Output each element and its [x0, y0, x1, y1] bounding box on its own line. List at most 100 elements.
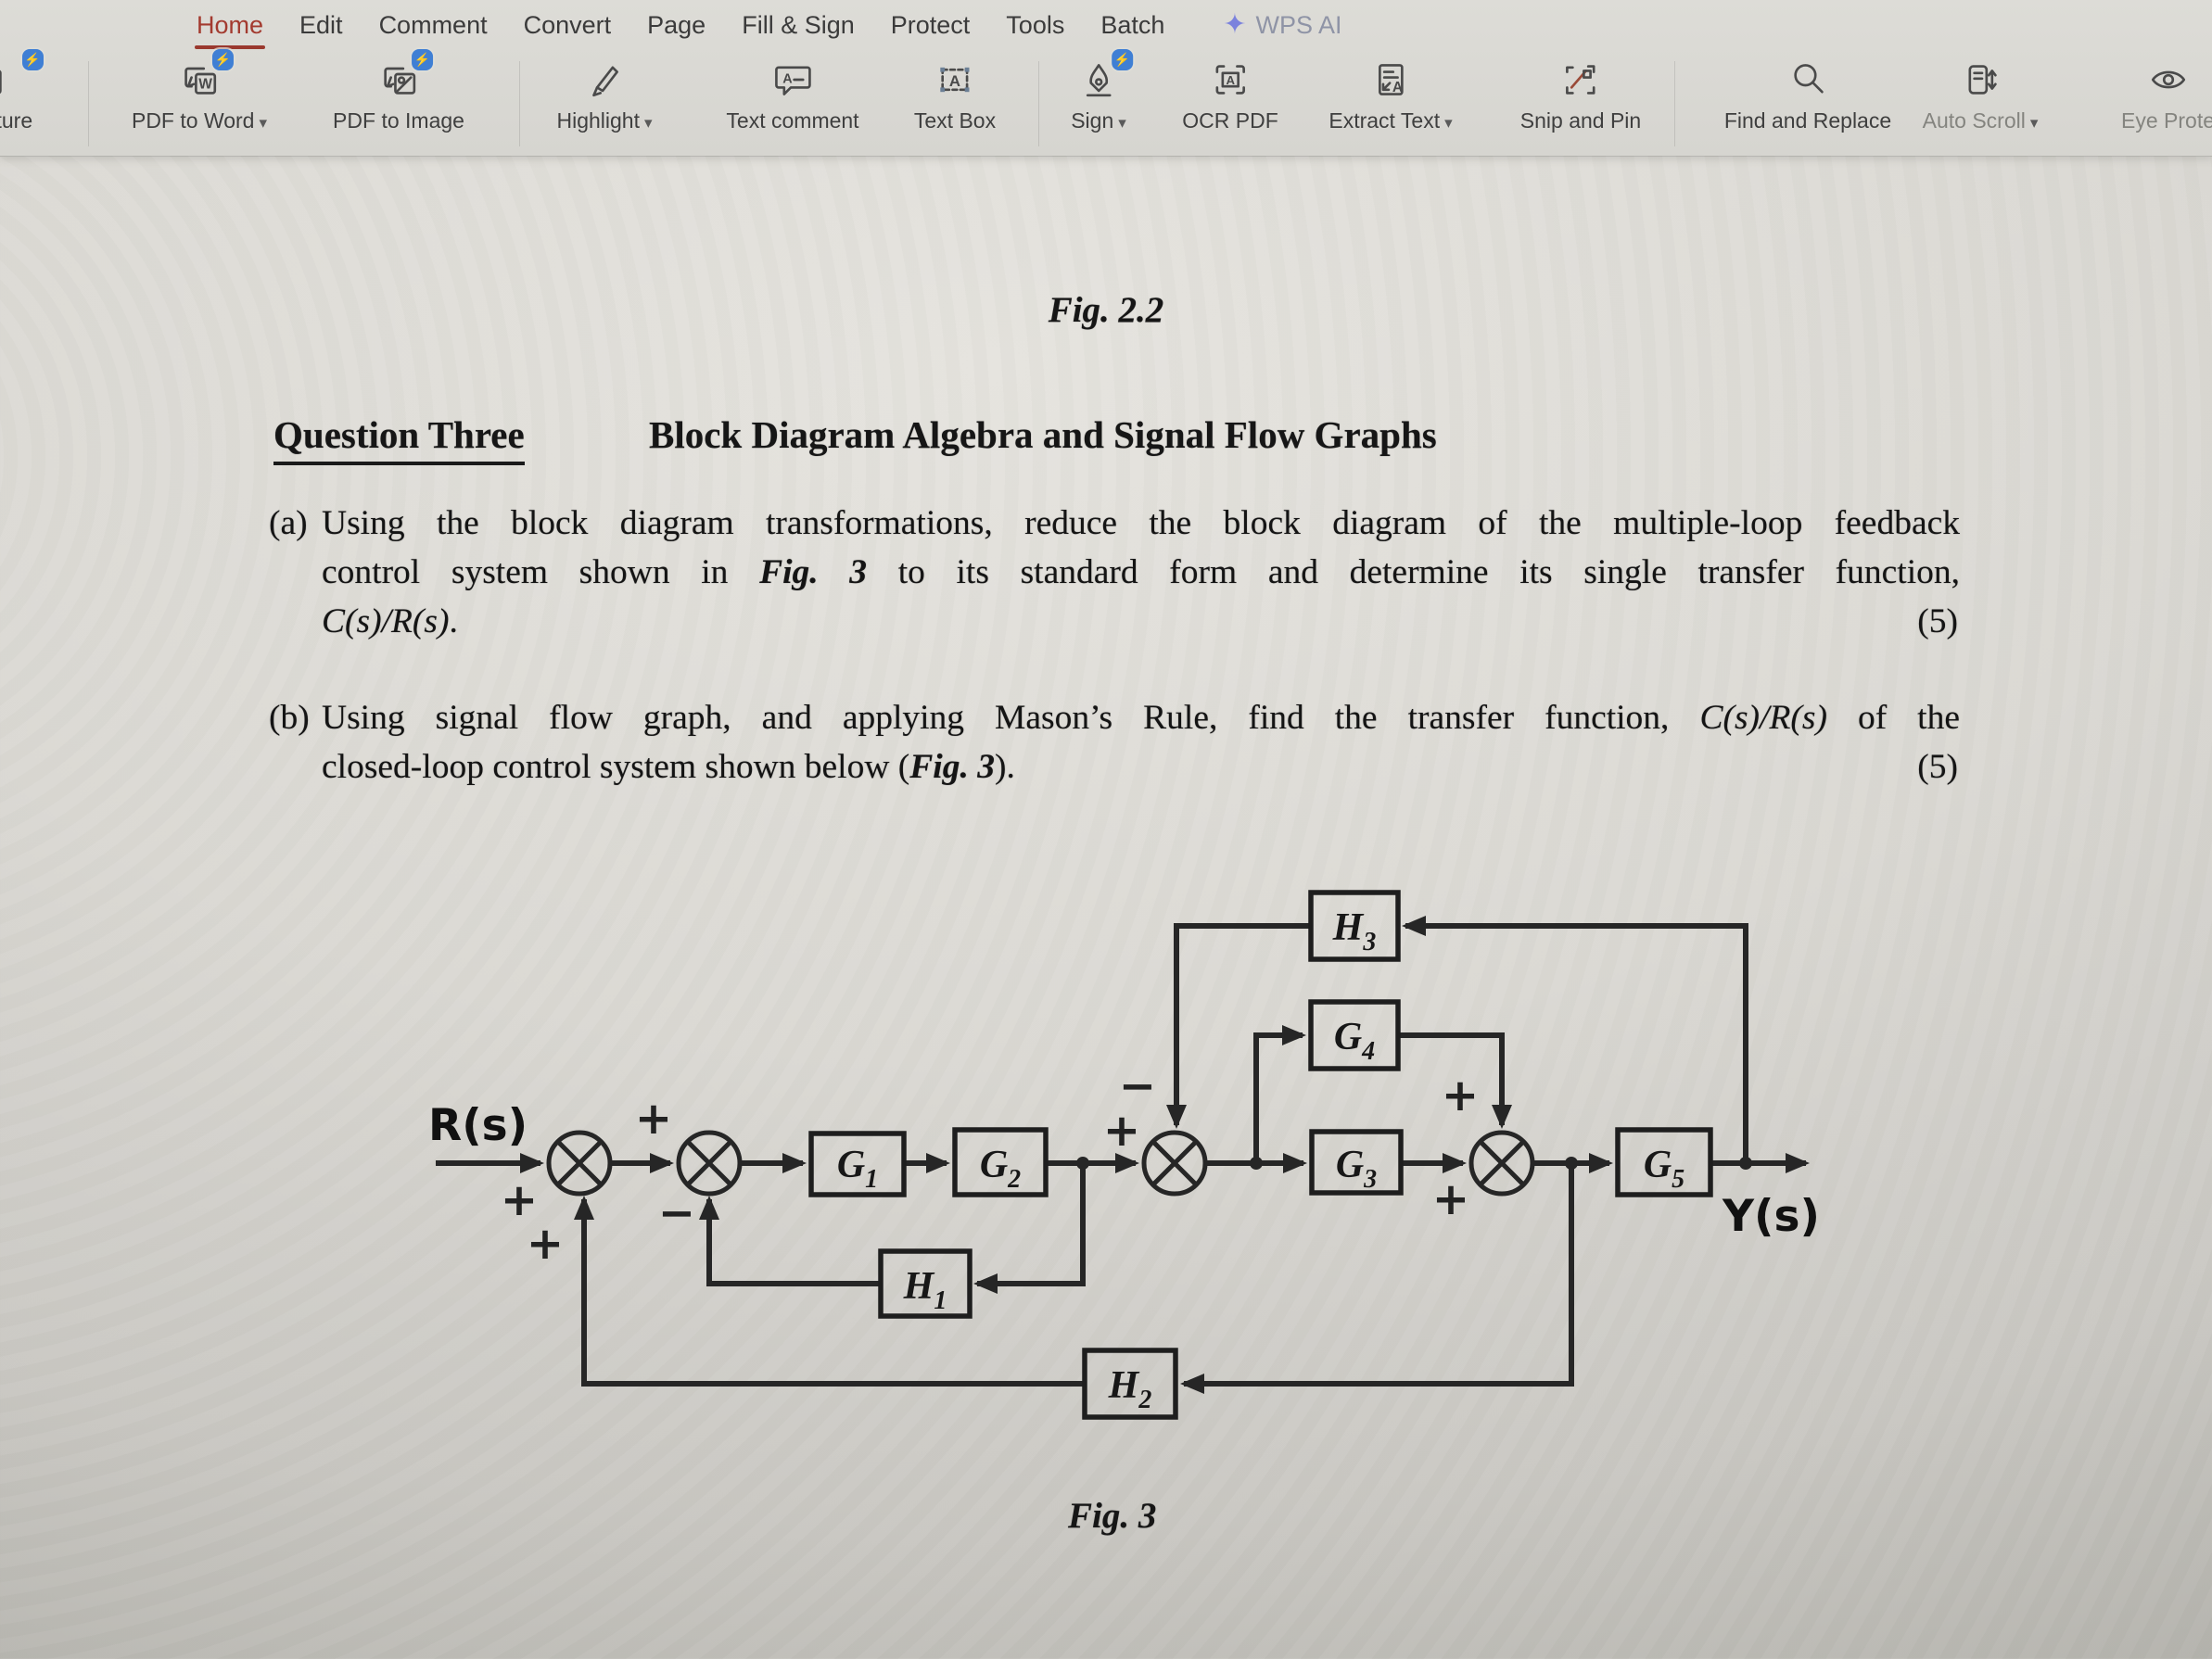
toolbar-item-pdf-to-word[interactable]: W ⚡ PDF to Word▾	[131, 49, 268, 133]
text-comment-icon: A	[770, 57, 815, 106]
chevron-down-icon: ▾	[643, 114, 653, 132]
search-icon	[1786, 57, 1830, 106]
ai-badge-icon: ⚡	[21, 49, 44, 70]
chevron-down-icon: ▾	[1444, 114, 1453, 132]
snip-and-pin-icon	[1558, 57, 1603, 106]
pdf-to-image-icon: ⚡	[376, 49, 433, 106]
output-signal-label: Y(s)	[1722, 1191, 1820, 1242]
toolbar-item-label: Snip and Pin	[1519, 108, 1642, 133]
ai-badge-icon: ⚡	[411, 49, 433, 70]
app-toolbar-area: Home Edit Comment Convert Page Fill & Si…	[0, 0, 2212, 157]
menu-tab-wps-ai[interactable]: ✦ WPS AI	[1223, 11, 1341, 40]
highlighter-icon	[582, 57, 627, 106]
block-g3: G3	[1309, 1129, 1404, 1196]
toolbar-item-ocr-pdf[interactable]: A OCR PDF	[1182, 57, 1278, 133]
menu-tab-edit[interactable]: Edit	[299, 10, 343, 39]
sum1-input-sign: +	[501, 1174, 538, 1226]
h2-feedback-out-wire	[574, 1196, 1085, 1387]
paragraph-b-line1: Using signal flow graph, and applying Ma…	[322, 699, 1960, 737]
takeoff-node-h2	[1565, 1157, 1578, 1170]
toolbar-item-text-comment[interactable]: A Text comment	[726, 57, 859, 133]
toolbar-item-label: cture	[0, 108, 33, 133]
toolbar-separator	[1038, 61, 1039, 146]
block-h1: H1	[878, 1248, 973, 1319]
sum2-feedback-sign: −	[658, 1187, 695, 1239]
takeoff-node-g4	[1250, 1157, 1263, 1170]
ai-badge-icon: ⚡	[1112, 49, 1133, 70]
h3-feedback-in-wire	[1402, 916, 1748, 1163]
menu-bar: Home Edit Comment Convert Page Fill & Si…	[0, 0, 2212, 50]
menu-tab-convert[interactable]: Convert	[523, 10, 612, 39]
sign-pen-icon: ⚡	[1076, 49, 1133, 106]
block-g2: G2	[952, 1127, 1049, 1197]
g4-in-wire	[1253, 1025, 1306, 1163]
toolbar-item-label: Sign▾	[1071, 108, 1126, 133]
sum3-feedback-sign: −	[1119, 1060, 1156, 1112]
toolbar-item-pdf-to-image[interactable]: ⚡ PDF to Image	[333, 49, 464, 133]
toolbar-separator	[1674, 61, 1675, 146]
sum2-input-sign: +	[635, 1093, 672, 1145]
menu-tab-page[interactable]: Page	[647, 10, 706, 39]
item-marker: (a)	[269, 504, 308, 542]
ai-sparkle-icon: ✦	[1223, 9, 1247, 40]
svg-text:G2: G2	[980, 1144, 1021, 1194]
paragraph-a-line2: control system shown in Fig. 3 to its st…	[322, 553, 1961, 591]
toolbar-item-snip-and-pin[interactable]: Snip and Pin	[1520, 57, 1641, 133]
toolbar-item-sign[interactable]: ⚡ Sign▾	[1071, 49, 1133, 133]
svg-text:G5: G5	[1644, 1144, 1684, 1194]
menu-tab-batch[interactable]: Batch	[1100, 10, 1165, 39]
wps-ai-label: WPS AI	[1255, 10, 1342, 39]
toolbar-item-find-and-replace[interactable]: Find and Replace	[1724, 57, 1891, 133]
toolbar-item-label: Text Box	[913, 108, 997, 133]
menu-tab-tools[interactable]: Tools	[1006, 10, 1065, 39]
sum-signs: + + + − + − + +	[501, 1060, 1479, 1270]
paragraph-b-line2: closed-loop control system shown below (…	[322, 748, 1015, 786]
question-number: Question Three	[273, 412, 525, 465]
text-box-icon: A	[933, 57, 977, 106]
menu-tab-comment[interactable]: Comment	[378, 10, 488, 39]
paragraph-a-line3: C(s)/R(s).	[322, 602, 458, 640]
block-g5: G5	[1615, 1127, 1713, 1197]
toolbar-item-extract-text[interactable]: A Extract Text▾	[1328, 57, 1453, 133]
svg-text:H3: H3	[1332, 906, 1377, 956]
menu-tab-protect[interactable]: Protect	[890, 10, 971, 39]
signal-wires	[436, 916, 1810, 1394]
h2-feedback-in-wire	[1180, 1163, 1574, 1394]
h3-feedback-out-wire	[1166, 923, 1311, 1129]
toolbar-item-label: PDF to Word▾	[131, 108, 268, 133]
paragraph-a: (a) Using the block diagram transformati…	[269, 499, 1960, 646]
block-diagram-figure: G1 G2 G3 G4 G5 H3 H1 H2	[428, 890, 1820, 1420]
menu-tab-home[interactable]: Home	[194, 10, 266, 49]
svg-text:A: A	[1226, 73, 1235, 87]
block-g1: G1	[808, 1131, 907, 1197]
summing-junction-1	[546, 1130, 613, 1197]
toolbar-item-text-box[interactable]: A Text Box	[914, 57, 996, 133]
toolbar-item-highlight[interactable]: Highlight▾	[556, 57, 653, 133]
h1-feedback-out-wire	[699, 1196, 881, 1286]
chevron-down-icon: ▾	[259, 114, 268, 132]
marks-badge: (5)	[1917, 602, 1958, 640]
toolbar-item-label: Extract Text▾	[1328, 108, 1453, 133]
marks-badge: (5)	[1917, 748, 1958, 786]
paragraph-b: (b) Using signal flow graph, and applyin…	[269, 693, 1960, 792]
svg-text:H2: H2	[1108, 1364, 1152, 1414]
summing-junction-4	[1468, 1130, 1535, 1197]
picture-icon: ⚡	[0, 49, 44, 106]
svg-text:H1: H1	[903, 1265, 947, 1315]
input-signal-label: R(s)	[428, 1100, 528, 1151]
toolbar-item-label: Text comment	[726, 108, 859, 133]
question-title: Block Diagram Algebra and Signal Flow Gr…	[649, 413, 1437, 456]
toolbar-item-label: OCR PDF	[1182, 108, 1278, 133]
svg-text:A: A	[949, 72, 960, 90]
menu-tab-fill-sign[interactable]: Fill & Sign	[742, 10, 855, 39]
auto-scroll-icon	[1958, 57, 2002, 106]
toolbar-item-eye-protect[interactable]: Eye Prote	[2121, 57, 2212, 133]
ai-badge-icon: ⚡	[211, 49, 234, 70]
chevron-down-icon: ▾	[1118, 114, 1126, 132]
toolbar-item-label: Find and Replace	[1723, 108, 1892, 133]
toolbar-item-picture[interactable]: ⚡ cture	[0, 49, 44, 133]
extract-text-icon: A	[1368, 57, 1413, 106]
paragraph-a-line1: Using the block diagram transformations,…	[322, 504, 1960, 542]
summing-junction-3	[1141, 1130, 1208, 1197]
toolbar-item-auto-scroll[interactable]: Auto Scroll▾	[1923, 57, 2038, 133]
